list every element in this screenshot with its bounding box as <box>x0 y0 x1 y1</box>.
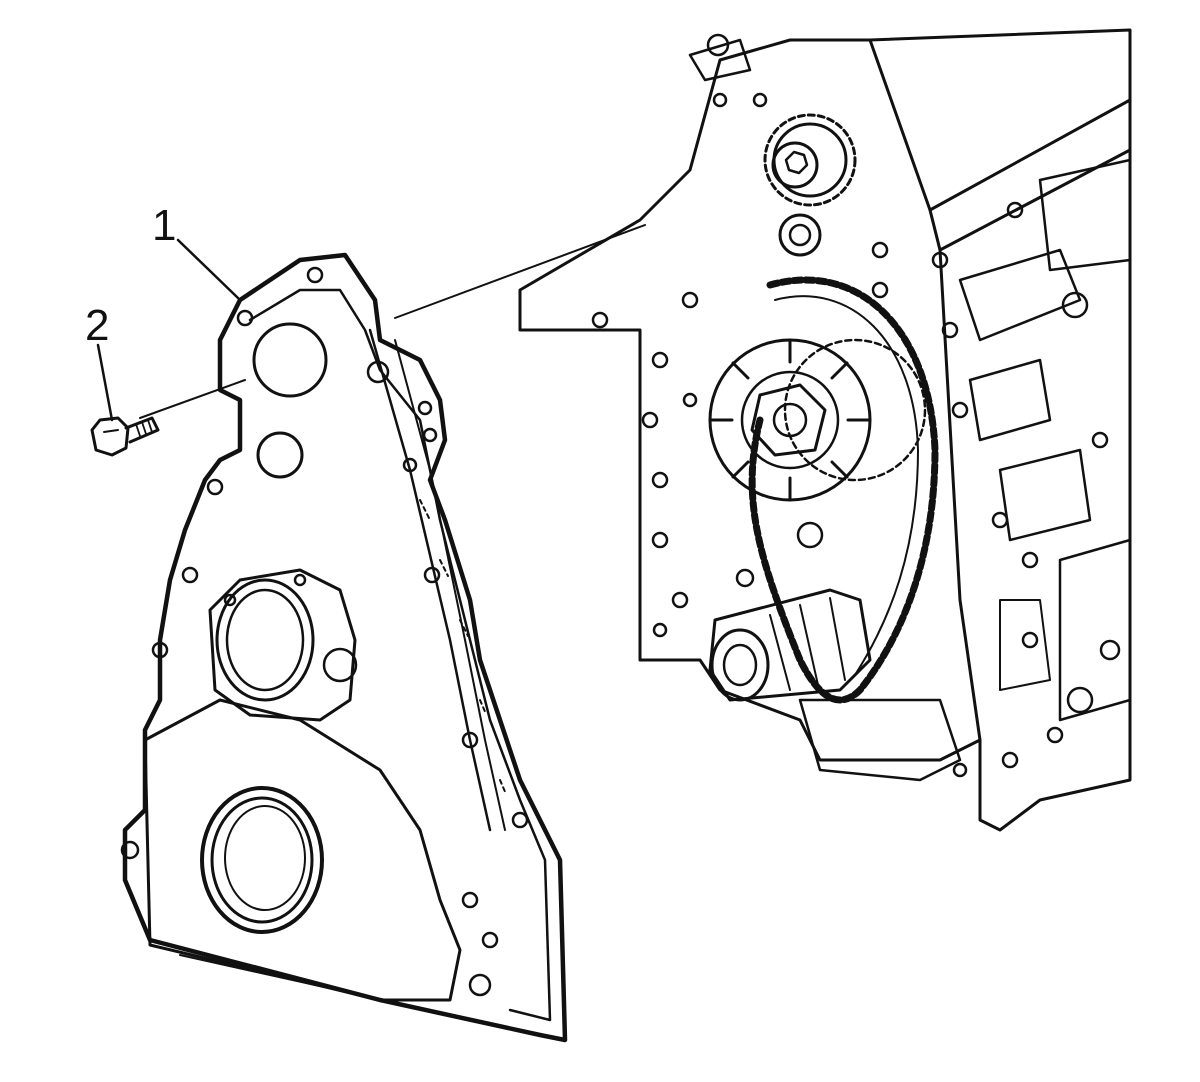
cover-bolt <box>90 416 160 457</box>
lower-crank-seal <box>200 786 324 934</box>
callout-1: 1 <box>152 201 176 250</box>
middle-seal-bore <box>208 568 358 722</box>
oil-pump-housing <box>798 698 962 782</box>
callout-2: 2 <box>85 301 109 350</box>
chain-tensioner <box>708 521 872 702</box>
upper-sprocket <box>763 113 857 257</box>
timing-chain <box>748 276 939 704</box>
engine-block <box>518 28 1132 832</box>
cover-bolt-holes <box>120 266 529 997</box>
front-cover <box>120 252 568 1043</box>
alignment-lines <box>139 224 646 419</box>
sensor <box>688 38 752 82</box>
cam-phaser <box>708 338 927 502</box>
block-bolt-holes <box>591 92 1121 778</box>
leader-line-2 <box>96 343 114 422</box>
leader-line-1 <box>176 238 240 300</box>
leader-lines <box>96 238 240 422</box>
